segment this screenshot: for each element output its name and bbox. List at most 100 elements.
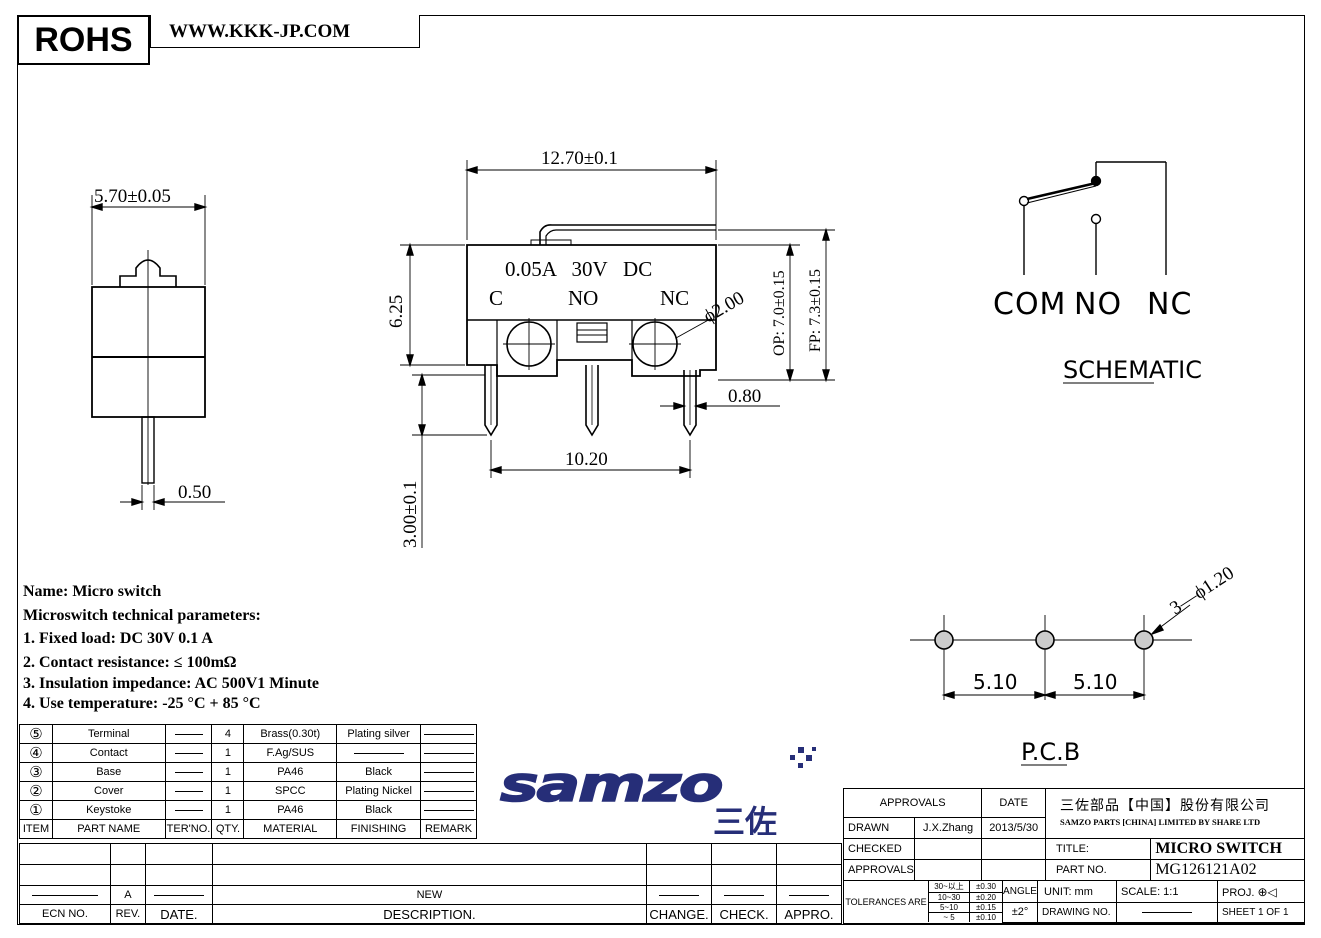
- side-width-dim: 5.70±0.05: [94, 186, 171, 207]
- pcb-caption: P.C.B: [1021, 738, 1080, 766]
- header-change: CHANGE.: [646, 904, 713, 924]
- pcb-layout: 3—ϕ1.20 5.10 5.10 P.C.B: [910, 562, 1238, 766]
- rev-cell: A: [109, 885, 146, 905]
- bom-item: ③: [19, 762, 53, 782]
- bom-header-finishing: FINISHING: [336, 819, 421, 839]
- tol-value: ±0.15: [969, 902, 1003, 913]
- bom-finishing: Black: [336, 800, 421, 820]
- revision-header: ECN NO.REV.DATE.DESCRIPTION.CHANGE.CHECK…: [19, 904, 843, 924]
- op-dim: OP: 7.0±0.15: [771, 270, 788, 356]
- bom-ter: [164, 762, 213, 782]
- tol-value: ±0.10: [969, 912, 1003, 922]
- bom-header-material: MATERIAL: [243, 819, 338, 839]
- title-label: TITLE:: [1044, 838, 1152, 860]
- header-check: CHECK.: [711, 904, 777, 924]
- pitch-dim: 10.20: [565, 449, 608, 470]
- tol-range: ~ 5: [928, 912, 970, 922]
- schematic-caption: SCHEMATIC: [1063, 356, 1202, 384]
- bom-part: Base: [51, 762, 166, 782]
- unit-label: UNIT: mm: [1037, 881, 1117, 903]
- website-label: WWW.KKK-JP.COM: [150, 15, 420, 48]
- header-ecn: ECN NO.: [19, 904, 111, 924]
- approvals-header: APPROVALS: [842, 788, 983, 818]
- bom-finishing: Black: [336, 762, 421, 782]
- bom-item: ④: [19, 743, 53, 763]
- appro-cell: [775, 885, 843, 905]
- desc-cell: NEW: [211, 885, 648, 905]
- bom-qty: 1: [211, 800, 245, 820]
- date-cell: [144, 885, 213, 905]
- bom-material: F.Ag/SUS: [243, 743, 338, 763]
- bom-header-qty: QTY.: [211, 819, 245, 839]
- tol-value: ±0.30: [969, 881, 1003, 893]
- drawn-label: DRAWN: [843, 817, 915, 839]
- header-date: DATE.: [144, 904, 213, 924]
- params-heading: Microswitch technical parameters:: [23, 606, 261, 624]
- date-header: DATE: [981, 788, 1046, 818]
- checked-label: CHECKED: [843, 838, 915, 860]
- logo-dots: [790, 747, 816, 768]
- terminal-nc-label: NC: [660, 286, 689, 310]
- part-name: Name: Micro switch: [23, 583, 162, 600]
- pin-thickness-dim: 0.80: [728, 386, 761, 407]
- bom-part: Terminal: [51, 724, 166, 744]
- fp-dim: FP: 7.3±0.15: [807, 269, 824, 352]
- length-dim: 12.70±0.1: [541, 148, 618, 169]
- header-desc: DESCRIPTION.: [211, 904, 648, 924]
- check-cell: [711, 885, 777, 905]
- bom-header-part: PART NAME: [51, 819, 166, 839]
- bom-ter: [164, 724, 213, 744]
- schematic-no-label: NO: [1074, 287, 1122, 322]
- part-value: MG126121A02: [1150, 859, 1305, 881]
- bom-qty: 1: [211, 743, 245, 763]
- drawing-no-label: DRAWING NO.: [1037, 902, 1117, 923]
- ecn-cell: [19, 885, 111, 905]
- header-appro: APPRO.: [775, 904, 843, 924]
- bom-part: Contact: [51, 743, 166, 763]
- tol-range: 10~30: [928, 892, 970, 903]
- tol-value: ±0.20: [969, 892, 1003, 903]
- sheet-label: SHEET 1 OF 1: [1217, 902, 1304, 923]
- param-4: 4. Use temperature: -25 °C + 85 °C: [23, 695, 261, 712]
- height-dim: 6.25: [386, 295, 407, 328]
- proj-cell: PROJ. ⊕◁: [1217, 881, 1304, 903]
- logo-chinese: 三佐: [713, 803, 777, 835]
- title-value: MICRO SWITCH: [1150, 838, 1305, 860]
- change-cell: [646, 885, 713, 905]
- rating-label: 0.05A 30V DC: [505, 257, 652, 281]
- param-1: 1. Fixed load: DC 30V 0.1 A: [23, 630, 213, 647]
- drawing-frame: [17, 15, 1305, 925]
- proj-label: PROJ.: [1222, 886, 1255, 899]
- angle-value: ±2°: [1002, 902, 1038, 923]
- bom-ter: [164, 800, 213, 820]
- tol-range: 5~10: [928, 902, 970, 913]
- bom-part: Keystoke: [51, 800, 166, 820]
- samzo-logo: samzo 三佐: [499, 747, 816, 835]
- projection-icon: ⊕◁: [1257, 884, 1277, 899]
- company-cell: 三佐部品【中国】股份有限公司 SAMZO PARTS [CHINA] LIMIT…: [1044, 788, 1306, 839]
- bom-header-ter: TER'NO.: [164, 819, 213, 839]
- angle-label: ANGLE: [1002, 881, 1038, 903]
- bom-ter: [164, 781, 213, 801]
- revision-table: A NEW ECN NO.REV.DATE.DESCRIPTION.CHANGE.…: [19, 843, 843, 924]
- pcb-pitch-left: 5.10: [973, 670, 1018, 694]
- revision-row: A NEW: [19, 885, 843, 905]
- tolerance-block: TOLERANCES ARE 30~以上 ±0.30 ANGLE UNIT: m…: [844, 881, 1304, 923]
- pcb-hole-dim: 3—ϕ1.20: [1166, 562, 1238, 619]
- pin-width-dim: 0.50: [178, 482, 211, 503]
- scale-label: SCALE: 1:1: [1116, 881, 1218, 903]
- tol-range: 30~以上: [928, 881, 970, 893]
- bom-material: PA46: [243, 800, 338, 820]
- bom-remark: [420, 724, 477, 744]
- pin-length-dim: 3.00±0.1: [400, 481, 421, 548]
- parameters-block: Name: Micro switch Microswitch technical…: [23, 580, 319, 714]
- schematic: COM NO NC SCHEMATIC: [993, 161, 1202, 384]
- bom-qty: 1: [211, 781, 245, 801]
